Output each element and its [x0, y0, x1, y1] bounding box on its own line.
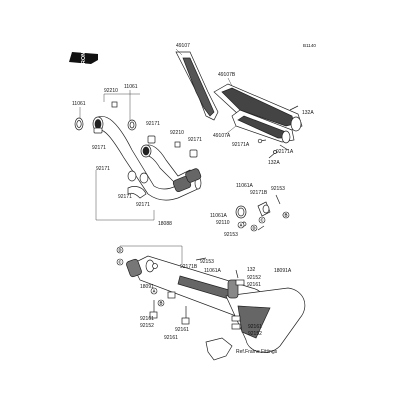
- callout-C-lower: C: [116, 258, 124, 266]
- frame-bracket: [205, 337, 233, 361]
- header-group-outline: [95, 93, 155, 221]
- label-92171-6: 92171: [136, 202, 150, 208]
- muffler-rear: [225, 279, 306, 353]
- svg-text:A: A: [152, 289, 155, 294]
- label-92153-2: 92153: [224, 232, 238, 238]
- shield-screws: [257, 105, 299, 159]
- svg-text:C: C: [118, 260, 121, 265]
- label-92171B-1: 92171B: [250, 190, 268, 196]
- gaskets-and-clamps: [74, 101, 198, 158]
- label-132A-1: 132A: [302, 110, 314, 116]
- label-92171-2: 92171: [188, 137, 202, 143]
- label-92152-3: 92152: [248, 331, 262, 337]
- label-92171A-1: 92171A: [232, 142, 250, 148]
- label-11061-left: 11061: [72, 101, 86, 107]
- callout-A-lower: A: [150, 287, 158, 295]
- label-92152-1: 92152: [140, 323, 154, 329]
- callout-D-lower: D: [116, 246, 124, 254]
- label-11061A-3: 11061A: [204, 268, 222, 274]
- front-label: FRONT: [81, 48, 87, 68]
- label-92161-5: 92161: [248, 324, 262, 330]
- muffler-mount-hardware: [149, 257, 245, 330]
- callout-D-upper: D: [250, 224, 258, 232]
- label-11061A-2: 11061A: [210, 213, 228, 219]
- svg-text:A: A: [239, 223, 242, 228]
- label-92161-4: 92161: [247, 282, 261, 288]
- label-49107B: 49107B: [218, 72, 236, 78]
- front-direction-marker: FRONT: [69, 48, 98, 68]
- label-92152-2: 92152: [247, 275, 261, 281]
- label-132: 132: [247, 267, 256, 273]
- callout-B-lower: B: [157, 299, 165, 307]
- label-18088: 18088: [158, 221, 172, 227]
- label-92210-2: 92210: [170, 130, 184, 136]
- label-132A-2: 132A: [268, 160, 280, 166]
- label-18091A: 18091A: [274, 268, 292, 274]
- svg-text:B: B: [159, 301, 162, 306]
- label-92171-5: 92171: [118, 194, 132, 200]
- label-92161-3: 92161: [164, 335, 178, 341]
- svg-text:C: C: [260, 218, 263, 223]
- label-92171-1: 92171: [146, 121, 160, 127]
- label-92171-3: 92171: [92, 145, 106, 151]
- callout-B-upper: B: [282, 211, 290, 219]
- svg-text:D: D: [118, 248, 121, 253]
- label-11061A-1: 11061A: [236, 183, 254, 189]
- label-92153-3: 92153: [200, 259, 214, 265]
- header-pipe-rear: [140, 144, 195, 189]
- label-49107A: 49107A: [213, 133, 231, 139]
- svg-text:D: D: [252, 226, 255, 231]
- heat-shield-lower: [213, 83, 303, 144]
- label-92110: 92110: [216, 220, 230, 226]
- label-11061-top: 11061: [124, 84, 138, 90]
- callout-C-upper: C: [258, 216, 266, 224]
- front-arrow-shape: [69, 52, 98, 64]
- label-92161-2: 92161: [175, 327, 189, 333]
- label-92171B-2: 92171B: [180, 264, 198, 270]
- label-92161-1: 92161: [140, 316, 154, 322]
- label-92171-4: 92171: [96, 166, 110, 172]
- label-92153-1: 92153: [271, 186, 285, 192]
- collector-sleeves: [127, 168, 202, 199]
- callout-A-upper: A: [237, 221, 245, 229]
- svg-text:B: B: [284, 213, 287, 218]
- label-49107: 49107: [176, 43, 190, 49]
- heat-shield-upper: [175, 48, 219, 121]
- label-92171A-2: 92171A: [276, 149, 294, 155]
- label-18091: 18091: [140, 284, 154, 290]
- diagram-code: B1140: [303, 43, 316, 48]
- label-92210-1: 92210: [104, 88, 118, 94]
- ref-frame-fittings-note: Ref.Frame Fittings: [236, 349, 278, 355]
